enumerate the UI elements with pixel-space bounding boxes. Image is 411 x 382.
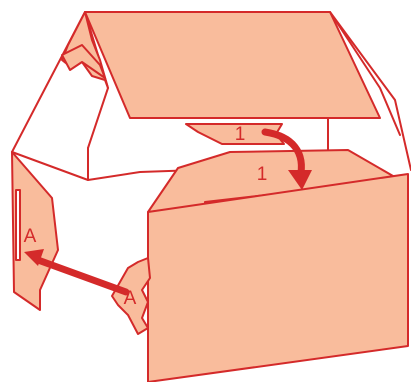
tab-1-front-label: 1: [257, 164, 268, 185]
tab-a-side-label: A: [24, 226, 37, 247]
fold-arrow-1: [261, 128, 312, 190]
tab-1-roof: [185, 123, 285, 145]
left-roof-tab: [61, 44, 106, 79]
box-wireframe: [11, 11, 411, 181]
roof-panel: [84, 11, 381, 119]
front-wall-group: [147, 173, 409, 382]
front-wall-panel: [147, 173, 409, 382]
roof-tab-1-group: 1: [185, 123, 285, 145]
roof-panel-group: [84, 11, 381, 119]
front-tab-a-group: A: [111, 257, 151, 335]
left-roof-flap: [61, 11, 109, 89]
tab-1-roof-label: 1: [235, 124, 246, 145]
fold-arrow-a-head: [24, 249, 44, 266]
fold-arrow-a: [24, 249, 130, 296]
left-side-panel: [11, 151, 59, 311]
fold-arrow-a-line: [34, 256, 130, 296]
right-back-wall-edge: [329, 11, 411, 171]
tab-a-front: [111, 257, 151, 335]
fold-arrow-1-head: [288, 170, 312, 190]
slot-a-side: [15, 189, 21, 261]
left-side-flap: A: [11, 151, 59, 311]
right-roof-edge: [329, 11, 401, 136]
